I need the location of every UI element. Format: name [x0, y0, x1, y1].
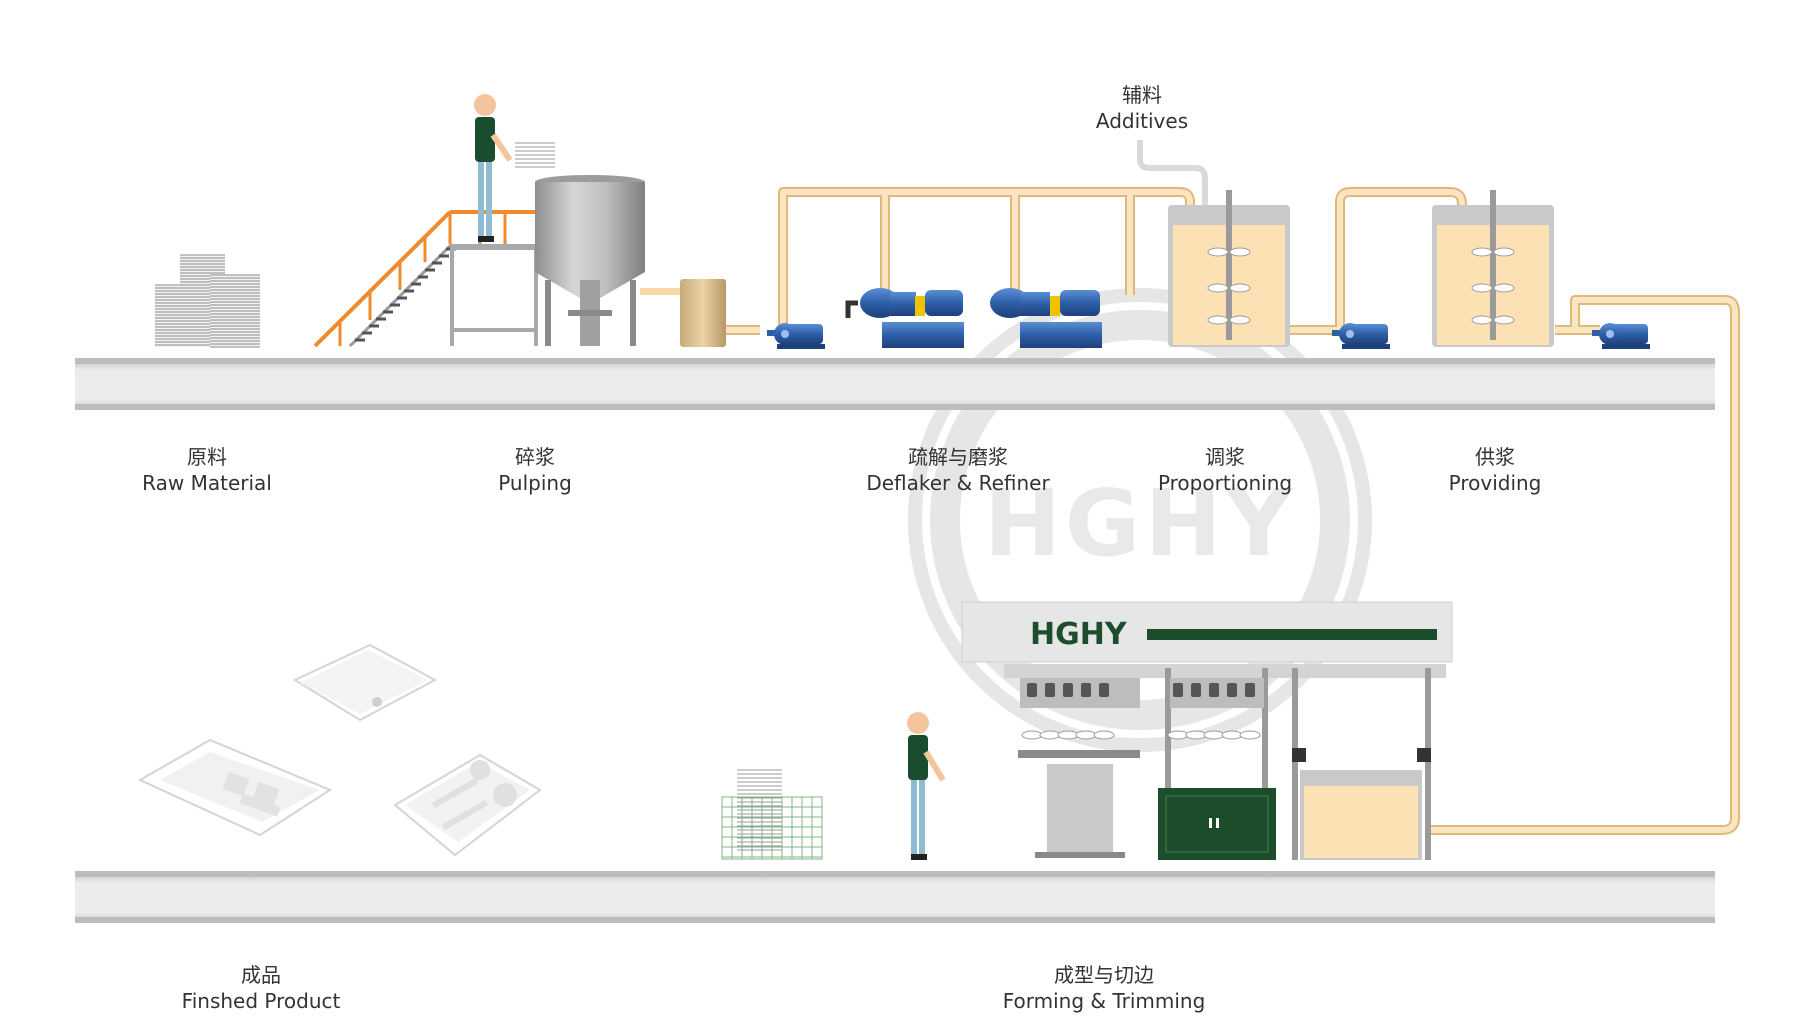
pulper-tank	[535, 175, 685, 346]
label-providing-zh: 供浆	[1475, 445, 1515, 469]
watermark-logo: HGHY	[908, 288, 1372, 752]
label-forming-trimming-zh: 成型与切边	[1054, 963, 1154, 987]
worker-upper	[474, 94, 555, 242]
worker-lower	[907, 712, 946, 860]
buffer-tank	[680, 279, 726, 347]
label-forming-trimming-en: Forming & Trimming	[1002, 989, 1206, 1013]
product-cart	[721, 769, 823, 860]
providing-tank	[1432, 190, 1554, 347]
pump-1	[767, 323, 825, 349]
label-pulping-zh: 碎浆	[515, 445, 555, 469]
deflaker-machine	[845, 288, 964, 348]
label-proportioning-zh: 调浆	[1205, 445, 1245, 469]
label-deflaker-refiner: 疏解与磨浆 Deflaker & Refiner	[808, 444, 1108, 496]
additives-label-zh: 辅料	[1122, 83, 1162, 107]
machine-brand: HGHY	[1030, 617, 1128, 652]
label-pulping-en: Pulping	[498, 471, 572, 495]
lower-floor	[75, 871, 1715, 923]
label-finished-product-zh: 成品	[241, 963, 281, 987]
pulper-stairs	[313, 210, 540, 348]
refiner-machine	[990, 288, 1102, 348]
label-deflaker-refiner-zh: 疏解与磨浆	[908, 445, 1008, 469]
label-proportioning: 调浆 Proportioning	[1075, 444, 1375, 496]
raw-material-stacks	[155, 254, 260, 348]
label-raw-material-zh: 原料	[187, 445, 227, 469]
forming-machine: HGHY	[961, 601, 1453, 860]
label-providing-en: Providing	[1448, 471, 1542, 495]
label-finished-product: 成品 Finshed Product	[111, 962, 411, 1014]
label-raw-material-en: Raw Material	[142, 471, 272, 495]
pump-3	[1592, 323, 1650, 349]
label-pulping: 碎浆 Pulping	[385, 444, 685, 496]
label-proportioning-en: Proportioning	[1157, 471, 1293, 495]
label-forming-trimming: 成型与切边 Forming & Trimming	[954, 962, 1254, 1014]
watermark-text: HGHY	[984, 470, 1296, 577]
pulp-pipes	[726, 140, 1740, 835]
upper-floor	[75, 358, 1715, 410]
label-deflaker-refiner-en: Deflaker & Refiner	[866, 471, 1050, 495]
label-providing: 供浆 Providing	[1345, 444, 1645, 496]
label-finished-product-en: Finshed Product	[181, 989, 341, 1013]
additives-label-en: Additives	[1096, 109, 1188, 133]
label-raw-material: 原料 Raw Material	[57, 444, 357, 496]
proportioning-tank	[1168, 190, 1290, 347]
finished-trays	[137, 643, 542, 857]
